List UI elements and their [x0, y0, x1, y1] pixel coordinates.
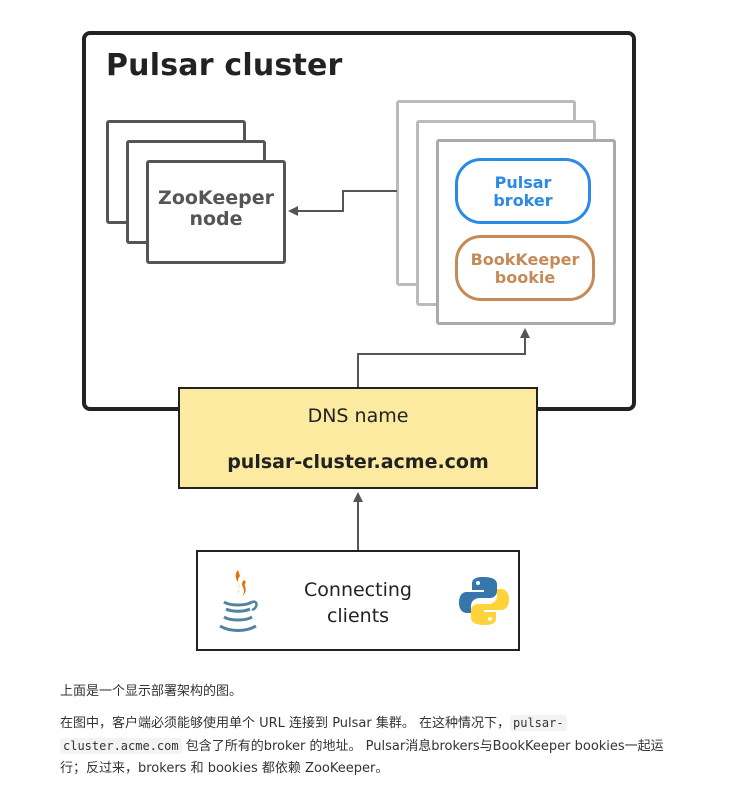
- broker-label-line1: Pulsar: [494, 173, 552, 192]
- dns-name-box: [178, 387, 538, 489]
- broker-to-zookeeper-arrow: [288, 190, 397, 216]
- clients-label-line2: clients: [326, 605, 390, 627]
- caption-text-part3: 行；反过来，brokers 和 bookies 都依赖 ZooKeeper。: [60, 761, 389, 776]
- bookie-label-line2: bookie: [494, 268, 556, 287]
- clients-label: Connecting clients: [286, 577, 430, 629]
- bookie-label-line1: BookKeeper: [470, 250, 580, 269]
- cluster-title: Pulsar cluster: [106, 48, 343, 83]
- zookeeper-label-line1: ZooKeeper: [158, 187, 274, 209]
- caption-code-part2: cluster.acme.com: [60, 738, 182, 754]
- caption-code-part1: pulsar-: [510, 715, 567, 731]
- pulsar-broker: Pulsar broker: [455, 158, 591, 224]
- zookeeper-label-line2: node: [189, 208, 243, 230]
- dns-hostname: pulsar-cluster.acme.com: [227, 451, 489, 473]
- dns-title: DNS name: [307, 405, 409, 427]
- bookkeeper-bookie: BookKeeper bookie: [455, 235, 595, 301]
- caption-paragraph: 在图中，客户端必须能够使用单个 URL 连接到 Pulsar 集群。 在这种情况…: [60, 712, 700, 780]
- python-icon: [459, 577, 509, 625]
- java-icon: [219, 570, 258, 632]
- caption-text-part1: 在图中，客户端必须能够使用单个 URL 连接到 Pulsar 集群。 在这种情况…: [60, 716, 510, 731]
- caption-line1: 上面是一个显示部署架构的图。: [60, 684, 243, 699]
- zookeeper-label: ZooKeeper node: [146, 188, 286, 230]
- clients-label-line1: Connecting: [304, 579, 412, 601]
- dns-to-broker-arrow: [357, 328, 530, 388]
- caption-text-part2: 包含了所有的broker 的地址。 Pulsar消息brokers与BookKe…: [181, 739, 664, 754]
- broker-label-line2: broker: [493, 191, 553, 210]
- zookeeper-node-front: [146, 160, 286, 264]
